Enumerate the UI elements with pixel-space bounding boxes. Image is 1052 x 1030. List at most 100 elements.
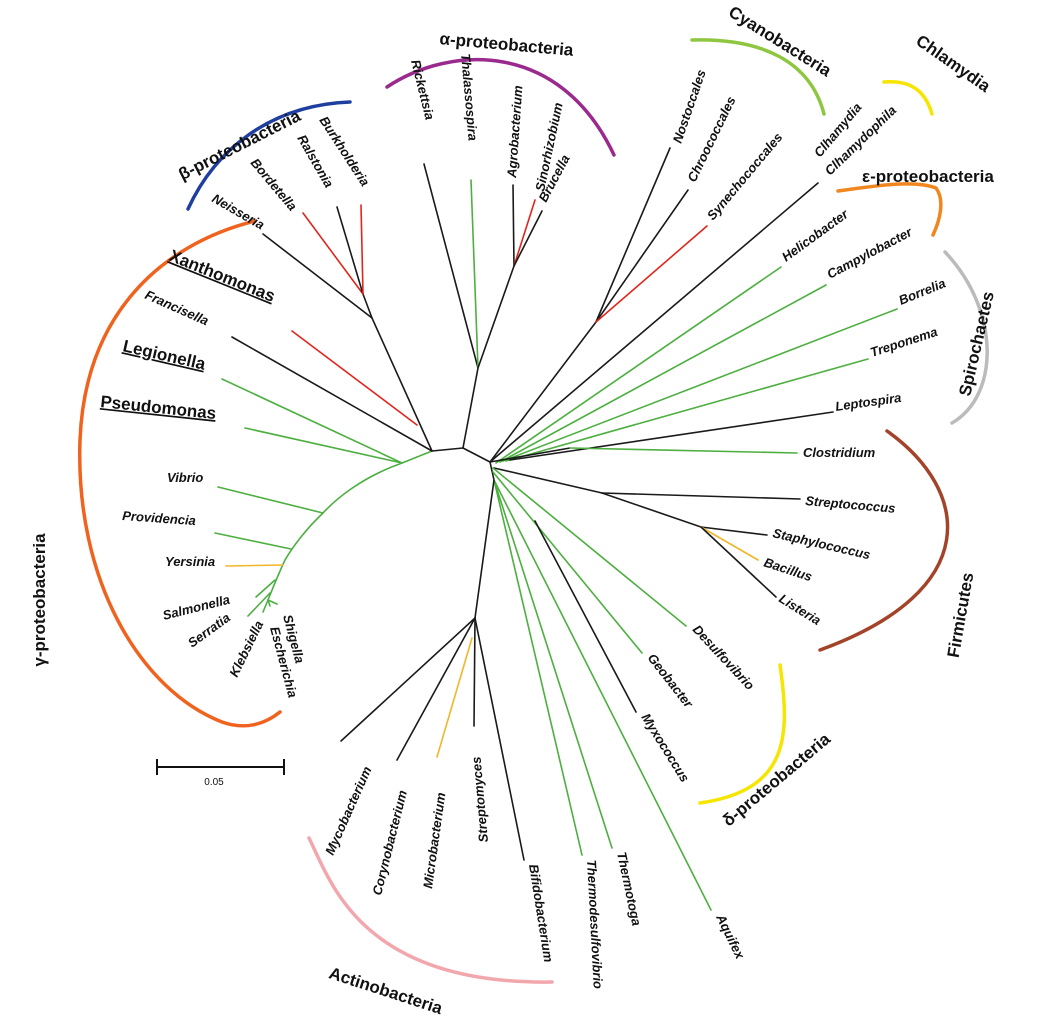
branch-bifidobacterium [474,617,525,861]
group-arc-delta [698,663,787,805]
group-arcs [78,38,989,984]
group-arc-actino [307,836,554,984]
branch-brucella [513,210,543,267]
group-arc-firmicutes [818,429,950,652]
group-arc-chlamydia [882,80,934,116]
branch-stem-bacillales [601,492,702,528]
branch-providencia [214,532,292,550]
taxon-staphylococcus: Staphylococcus [771,525,872,562]
branch-leptospira [509,411,834,461]
taxon-treponema: Treponema [868,324,939,360]
branch-vibrio [217,486,324,514]
branch-ralstonia [336,206,364,295]
branch-xanthomonas [291,330,418,426]
taxon-helicobacter: Helicobacter [779,206,852,265]
branch-treponema [505,358,869,462]
branch-pseudomonas [244,427,403,464]
scale-bar: 0.05 [156,759,285,788]
taxon-agrobacterium: Agrobacterium [504,84,526,179]
branch-serratia [247,592,271,617]
branch-streptococcus [601,492,801,500]
branch-salmonella [255,579,276,598]
taxon-borrelia: Borrelia [897,275,948,307]
group-label-spiro: Spirochaetes [955,290,998,398]
branch-staphylococcus [700,526,768,536]
branch-francisella [231,336,433,452]
group-label-beta: β-proteobacteria [175,106,304,184]
branch-stem-beta-2 [362,293,373,319]
branch-aquifex [493,479,712,911]
taxon-legionella: Legionella [121,336,208,374]
taxon-aquifex: Aquifex [713,911,748,962]
branch-neisseria [262,233,373,319]
branch-yersinia [225,564,284,567]
taxon-thalassospira: Thalassospira [458,53,481,141]
taxon-yersinia: Yersinia [165,554,215,569]
group-label-epsilon: ε-proteobacteria [862,167,994,186]
branch-sinorhizobium [513,199,536,267]
group-arc-cyano [690,38,826,116]
branch-stem-alpha [462,367,479,449]
taxon-corynobacterium: Corynobacterium [369,788,410,896]
taxon-nostoccales: Nostoccales [670,68,709,145]
branch-corynobacterium [396,617,476,761]
branch-center-gamma [401,450,433,464]
taxon-thermotoga: Thermotoga [614,851,644,928]
branch-klebsiella [262,599,269,613]
branch-geobacter [492,471,643,654]
branch-bacillus [700,526,759,561]
taxon-desulfovibrio: Desulfovibrio [690,622,758,693]
branch-escherichia [267,599,271,607]
branch-chlamydia [489,182,819,463]
branch-synechococcales [595,225,708,323]
branch-center-left [431,447,464,452]
branch-chroococcales [595,189,689,323]
branch-desulfovibrio [492,467,687,627]
branch-listeria [700,526,777,598]
branch-nostoccales [595,147,671,323]
taxon-myxococcus: Myxococcus [638,711,692,785]
taxon-thermodesulfovibrio: Thermodesulfovibrio [584,859,606,989]
branch-microbacterium [436,637,473,758]
branch-gamma-arc [267,462,403,601]
taxon-microbacterium: Microbacterium [420,791,448,889]
branch-stem-cyano [489,321,597,463]
branch-thermotoga [493,479,613,849]
group-label-gamma: γ-proteobacteria [30,533,49,667]
group-arc-beta [186,100,352,211]
branch-borrelia [502,308,898,462]
branch-shigella [267,599,278,605]
taxon-mycobacterium: Mycobacterium [322,764,375,858]
branch-rickettsia [423,163,479,369]
branch-streptomyces [473,617,476,727]
scale-bar-label: 0.05 [204,777,224,788]
branch-thalassospira [470,179,479,369]
branch-campylobacter [499,284,827,463]
branch-center-right [462,447,491,463]
branch-agrobacterium [512,184,515,267]
branch-center-down [489,461,495,481]
group-arc-epsilon [836,182,943,237]
taxon-bacillus: Bacillus [762,555,814,585]
tree-branches [214,147,898,911]
group-arc-alpha [385,57,616,157]
group-label-delta: δ-proteobacteria [719,729,834,830]
taxon-bifidobacterium: Bifidobacterium [526,863,556,964]
group-arc-gamma [78,219,282,728]
taxon-clostridium: Clostridium [803,445,876,460]
taxon-leptospira: Leptospira [834,390,902,414]
group-label-cyano: Cyanobacteria [725,2,835,80]
branch-helicobacter [495,266,782,464]
branch-clostridium [569,447,798,454]
group-label-chlamydia: Chlamydia [912,31,994,96]
taxon-klebsiella: Klebsiella [226,618,266,679]
branch-thermodesulfovibrio [493,479,583,856]
group-arc-spiro [943,250,989,425]
taxon-bordetella: Bordetella [248,155,300,213]
branch-bordetella [302,212,364,295]
taxon-listeria: Listeria [776,591,823,628]
branch-stem-beta [371,317,433,452]
group-label-actino: Actinobacteria [327,963,446,1018]
taxon-providencia: Providencia [122,508,197,528]
